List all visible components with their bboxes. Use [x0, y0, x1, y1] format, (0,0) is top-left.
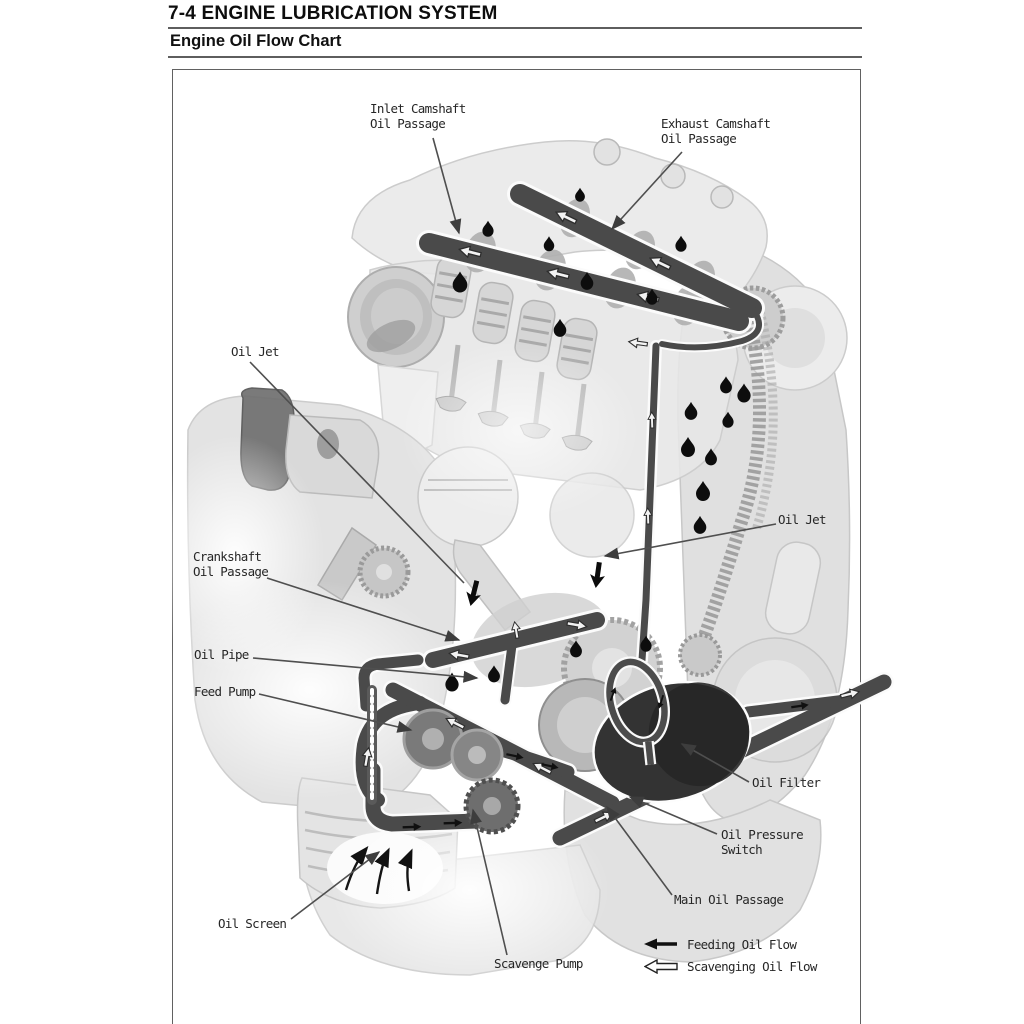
- scavenging-arrow-icon: [644, 958, 678, 974]
- label-oil-screen: Oil Screen: [218, 916, 287, 931]
- label-oil-jet-left: Oil Jet: [231, 344, 279, 359]
- label-oil-pressure-switch: Oil Pressure Switch: [721, 827, 804, 857]
- leader-lines: [249, 137, 777, 956]
- subtitle-divider: [168, 56, 862, 58]
- label-oil-filter: Oil Filter: [752, 775, 821, 790]
- oil-screen-arrows: [344, 846, 413, 895]
- engine-body: [145, 138, 851, 980]
- legend-scavenging-row: Scavenging Oil Flow: [644, 955, 817, 977]
- label-oil-pipe: Oil Pipe: [194, 647, 249, 662]
- label-crankshaft-oil-passage: Crankshaft Oil Passage: [193, 549, 269, 579]
- label-inlet-camshaft-oil-passage: Inlet Camshaft Oil Passage: [370, 101, 466, 131]
- label-main-oil-passage: Main Oil Passage: [674, 892, 784, 907]
- title-divider: [168, 27, 862, 29]
- label-scavenge-pump: Scavenge Pump: [494, 956, 583, 971]
- legend-feeding-label: Feeding Oil Flow: [687, 936, 797, 952]
- label-feed-pump: Feed Pump: [194, 684, 256, 699]
- label-exhaust-camshaft-oil-passage: Exhaust Camshaft Oil Passage: [661, 116, 771, 146]
- feeding-arrow-icon: [644, 938, 677, 950]
- pumps-and-filter: [402, 656, 752, 835]
- oil-filter-body: [592, 680, 752, 804]
- flow-legend: Feeding Oil Flow Scavenging Oil Flow: [644, 933, 817, 977]
- label-oil-jet-right: Oil Jet: [778, 512, 826, 527]
- figure-title: Engine Oil Flow Chart: [170, 32, 342, 50]
- page-title: 7-4 ENGINE LUBRICATION SYSTEM: [168, 3, 498, 24]
- legend-scavenging-label: Scavenging Oil Flow: [687, 958, 817, 974]
- legend-feeding-row: Feeding Oil Flow: [644, 933, 817, 955]
